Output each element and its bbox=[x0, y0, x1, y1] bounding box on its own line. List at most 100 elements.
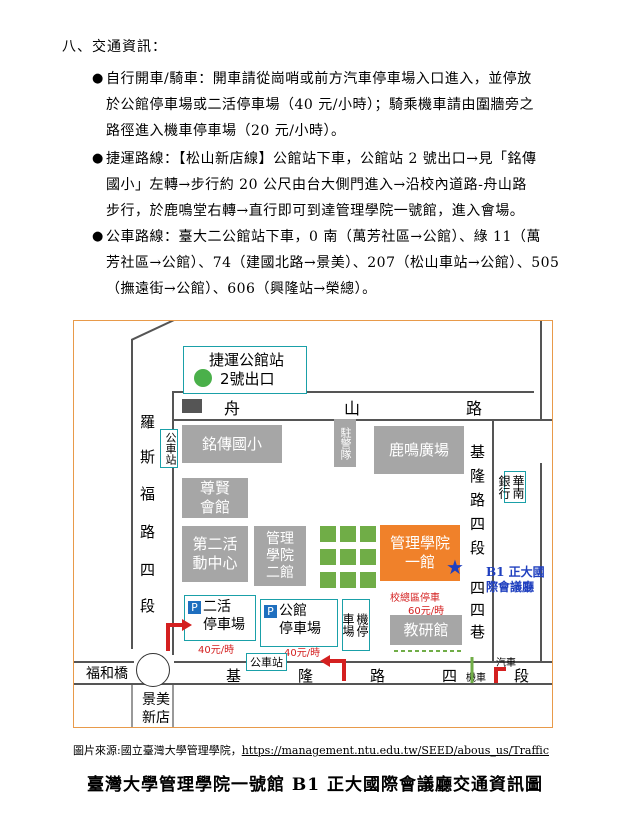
section-heading: 八、交通資訊： bbox=[62, 39, 167, 55]
figure-title: 臺灣大學管理學院一號館 B1 正大國際會議廳交通資訊圖 bbox=[86, 775, 544, 795]
road-line bbox=[172, 419, 552, 421]
road-label-zhoushan: 山 bbox=[344, 399, 361, 418]
school-parking-price: 60元/時 bbox=[408, 606, 445, 617]
route-arrows bbox=[166, 619, 506, 683]
road-label-keelung: 四 bbox=[470, 515, 486, 533]
green-plot bbox=[360, 549, 376, 565]
mgmt-building-2: 管理 學院 二館 bbox=[254, 526, 306, 586]
green-plot bbox=[320, 549, 336, 565]
bullet-dot-icon: ● bbox=[92, 71, 104, 86]
venue-label: B1 正大國 際會議廳 bbox=[486, 565, 545, 594]
car-entrance-label: 汽車 bbox=[496, 658, 516, 669]
activity-center: 第二活 動中心 bbox=[182, 526, 248, 582]
parking-gongguan-price: 40元/時 bbox=[284, 648, 321, 659]
road-line bbox=[74, 661, 134, 663]
bullet-driving: ● 自行開車/騎車：開車請從崗哨或前方汽車停車場入口進入，並停放 於公館停車場或… bbox=[92, 66, 576, 144]
arrow-red-icon bbox=[330, 659, 346, 681]
road-label-roosevelt: 四 bbox=[140, 561, 156, 579]
bus-stop-left: 公車站 bbox=[160, 429, 178, 468]
road-line bbox=[131, 339, 133, 649]
roundabout bbox=[136, 653, 170, 687]
arrow-red-icon bbox=[166, 623, 182, 651]
bullet-line: 芳社區→公館）、74（建國北路→景美）、207（松山車站→公館）、505 bbox=[106, 255, 560, 271]
road-label-keelung-bottom: 四 bbox=[442, 667, 458, 685]
arrow-head-icon bbox=[182, 619, 192, 631]
bullet-dot-icon: ● bbox=[92, 229, 104, 244]
parking-activity-price: 40元/時 bbox=[198, 645, 235, 656]
bullet-line: 公車路線：臺大二公館站下車，0 南（萬芳社區→公館）、綠 11（萬 bbox=[106, 229, 541, 245]
guard-station: 駐警隊 bbox=[334, 419, 356, 467]
road-line bbox=[172, 391, 174, 655]
road-label-roosevelt: 福 bbox=[140, 485, 156, 503]
parking-gongguan-label: 公館 停車場 bbox=[279, 603, 321, 637]
bullet-bus: ● 公車路線：臺大二公館站下車，0 南（萬芳社區→公館）、綠 11（萬 芳社區→… bbox=[92, 224, 576, 302]
bullet-line: 自行開車/騎車：開車請從崗哨或前方汽車停車場入口進入，並停放 bbox=[106, 71, 532, 87]
bullet-dot-icon: ● bbox=[92, 151, 104, 166]
image-source-prefix: 圖片來源:國立臺灣大學管理學院， bbox=[73, 744, 242, 757]
zunxian-hall: 尊賢 會館 bbox=[182, 478, 248, 518]
bullet-line: （撫遠街→公館）、606（興隆站→榮總）。 bbox=[106, 281, 377, 297]
mrt-station-label: 捷運公館站 bbox=[209, 351, 285, 369]
mrt-station-box: 捷運公館站 2號出口 bbox=[183, 346, 307, 394]
road-label-keelung-bottom: 基 bbox=[226, 667, 242, 685]
road-label-keelung-bottom: 路 bbox=[370, 667, 386, 685]
road-line bbox=[492, 421, 494, 661]
green-plot bbox=[340, 549, 356, 565]
road-label-roosevelt: 羅 bbox=[140, 413, 156, 431]
parking-activity-label: 二活 停車場 bbox=[203, 599, 245, 633]
image-source: 圖片來源:國立臺灣大學管理學院，https://management.ntu.e… bbox=[73, 742, 549, 758]
luming-plaza: 鹿鳴廣場 bbox=[374, 426, 464, 474]
green-plot bbox=[360, 526, 376, 542]
moto-entrance-label: 機車 bbox=[466, 673, 486, 684]
lane-label: 巷 bbox=[470, 623, 486, 641]
road-label-keelung: 基 bbox=[470, 443, 486, 461]
image-source-link[interactable]: https://management.ntu.edu.tw/SEED/abous… bbox=[241, 744, 549, 757]
road-label-roosevelt: 路 bbox=[140, 523, 156, 541]
green-plot bbox=[340, 526, 356, 542]
campus-map: 捷運公館站 2號出口 舟 山 路 羅 斯 福 路 四 段 公車站 基 隆 路 四… bbox=[73, 320, 553, 728]
road-line bbox=[540, 463, 542, 663]
bullet-line: 捷運路線：【松山新店線】公館站下車，公館站 2 號出口→見「銘傳 bbox=[106, 151, 537, 167]
green-plot bbox=[320, 572, 336, 588]
bullet-line: 國小」左轉→步行約 20 公尺由台大側門進入→沿校內道路-舟山路 bbox=[106, 177, 527, 193]
green-plot bbox=[360, 572, 376, 588]
motor-parking: 機停 車場 bbox=[341, 599, 370, 651]
arrow-red-icon bbox=[494, 667, 506, 683]
lane-label: 四 bbox=[470, 579, 486, 597]
road-line bbox=[74, 683, 552, 685]
arrow-head-icon bbox=[320, 655, 330, 667]
road-label-keelung-bottom: 隆 bbox=[298, 667, 314, 685]
bullet-mrt: ● 捷運路線：【松山新店線】公館站下車，公館站 2 號出口→見「銘傳 國小」左轉… bbox=[92, 146, 576, 224]
parking-icon: P bbox=[264, 605, 277, 618]
mrt-exit-label: 2號出口 bbox=[220, 370, 275, 388]
road-label-roosevelt: 段 bbox=[140, 597, 156, 615]
huanan-bank: 華南 銀行 bbox=[497, 471, 526, 503]
road-label-keelung: 隆 bbox=[470, 467, 486, 485]
research-hall: 教研館 bbox=[390, 615, 462, 645]
jingmei-label: 景美 新店 bbox=[142, 692, 170, 726]
road-line bbox=[540, 321, 542, 419]
road-line bbox=[174, 661, 552, 663]
fuhe-bridge-label: 福和橋 bbox=[86, 666, 128, 682]
green-plot bbox=[340, 572, 356, 588]
road-marker bbox=[182, 399, 202, 413]
parking-icon: P bbox=[188, 601, 201, 614]
parking-activity: P 二活 停車場 bbox=[184, 595, 256, 641]
venue-star-icon: ★ bbox=[446, 555, 464, 579]
mrt-logo-icon bbox=[194, 369, 212, 387]
mgmt-building-1: 管理學院 一館 bbox=[380, 525, 460, 581]
lane-label: 四 bbox=[470, 601, 486, 619]
road-line bbox=[172, 685, 174, 727]
road-line bbox=[131, 685, 133, 727]
road-label-roosevelt: 斯 bbox=[140, 448, 156, 466]
mingchuan-school: 銘傳國小 bbox=[182, 425, 282, 463]
bullet-line: 步行，於鹿鳴堂右轉→直行即可到達管理學院一號館，進入會場。 bbox=[106, 203, 525, 219]
road-label-zhoushan: 舟 bbox=[224, 399, 241, 418]
bus-stop-bottom: 公車站 bbox=[246, 653, 287, 671]
school-parking-label: 校總區停車 bbox=[390, 593, 440, 604]
bullet-line: 路徑進入機車停車場（20 元/小時）。 bbox=[106, 123, 346, 139]
parking-gongguan: P 公館 停車場 bbox=[260, 599, 338, 647]
road-label-keelung-bottom: 段 bbox=[514, 667, 530, 685]
road-label-keelung: 段 bbox=[470, 539, 486, 557]
road-label-keelung: 路 bbox=[470, 491, 486, 509]
